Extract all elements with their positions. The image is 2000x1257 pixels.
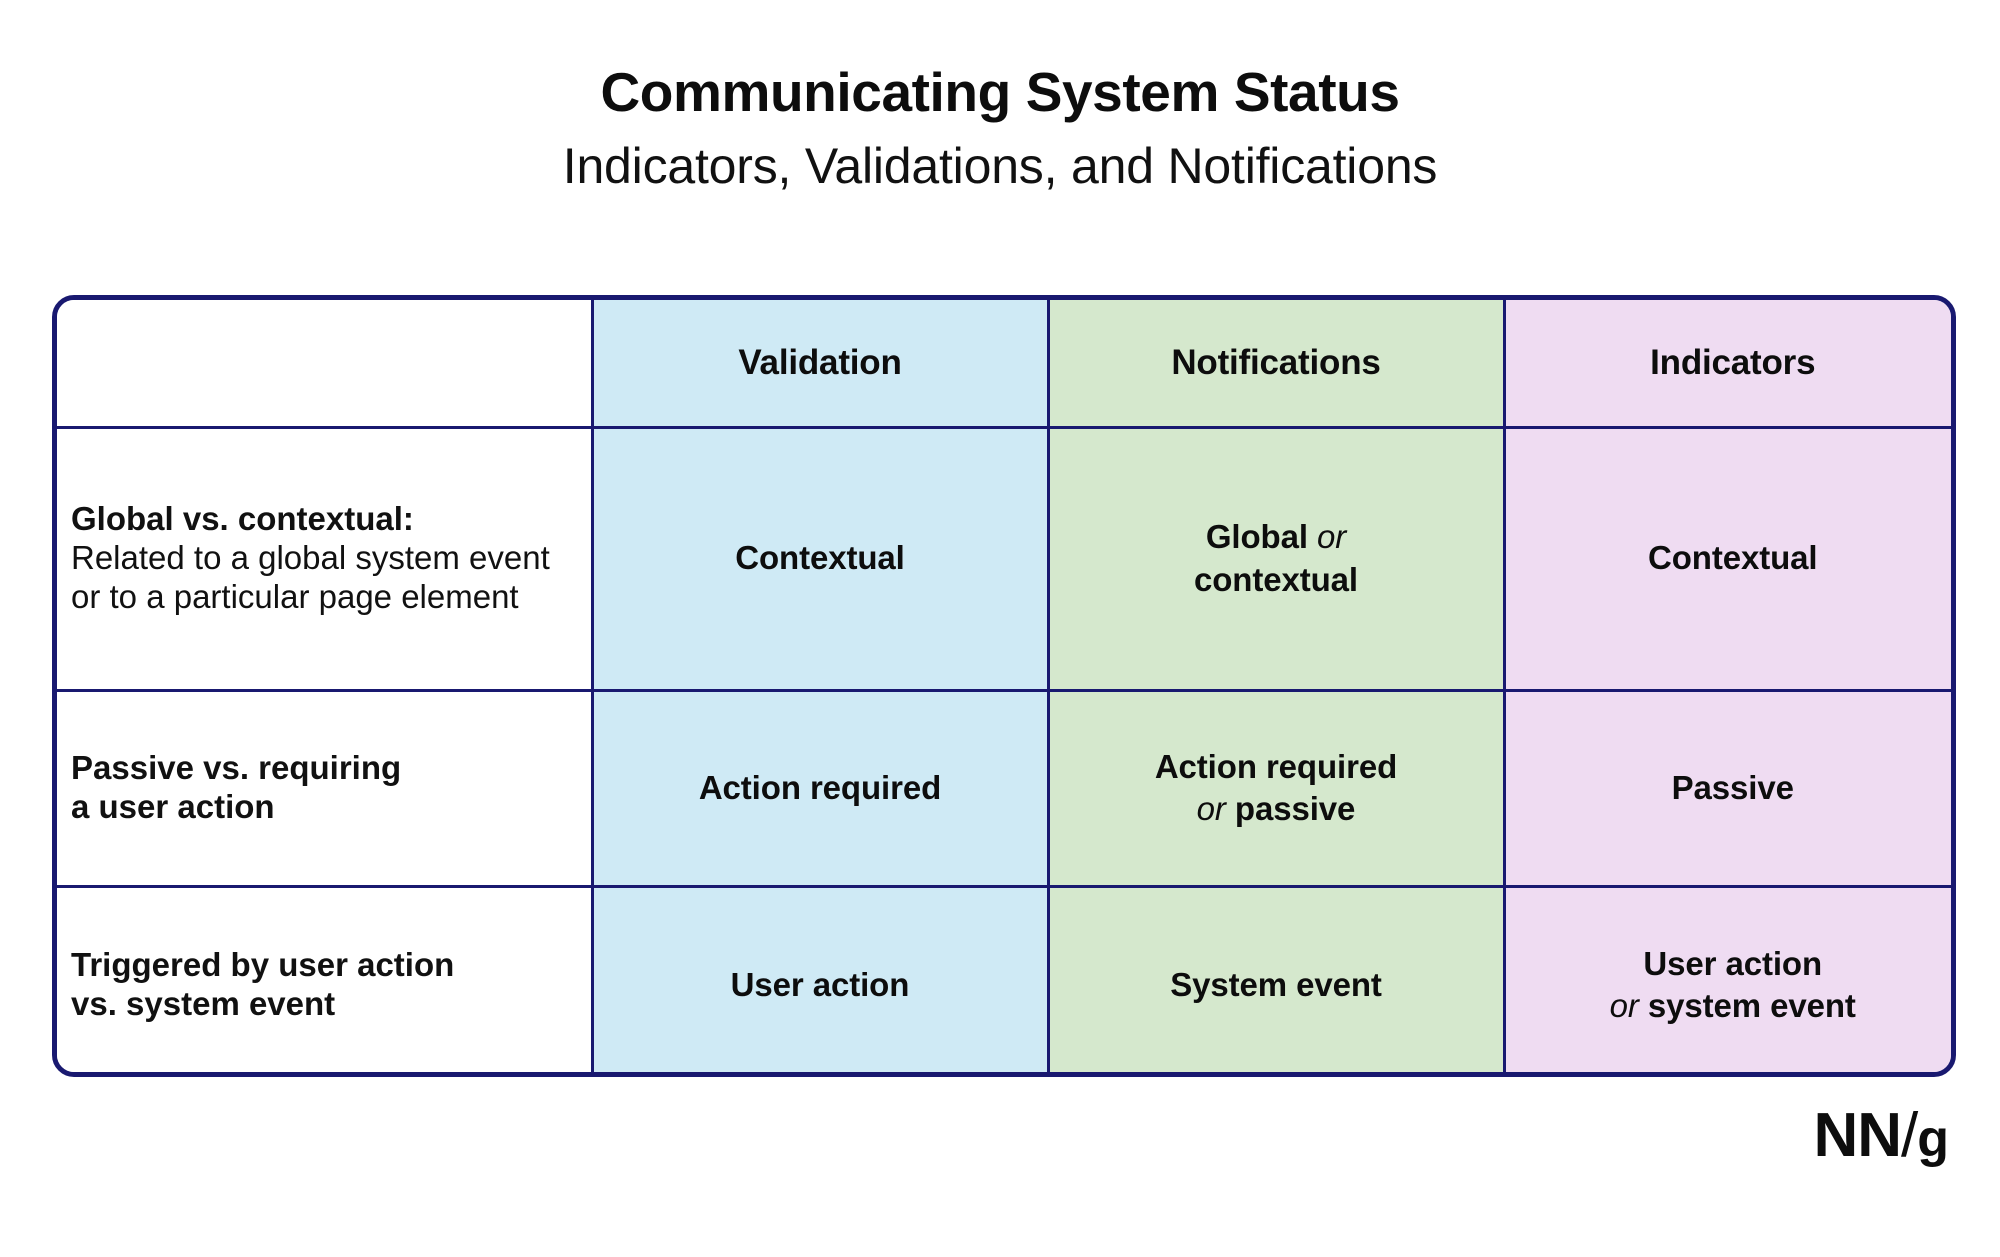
cell-notifications-triggered-by: System event xyxy=(1046,884,1506,1072)
table-row: Global vs. contextual: Related to a glob… xyxy=(57,425,1951,692)
cell-validation-passive-vs-user-action: Action required xyxy=(590,688,1050,888)
cell-text-line1: Global or xyxy=(1064,516,1489,558)
column-header-validation: Validation xyxy=(590,300,1050,429)
cell-text-line1: Action required xyxy=(1154,747,1398,785)
row-label-heading-line1: Triggered by user action xyxy=(71,945,455,983)
table-header-row: Validation Notifications Indicators xyxy=(57,300,1951,429)
cell-text: Contextual xyxy=(735,539,905,577)
column-header-indicators: Indicators xyxy=(1502,300,1951,429)
cell-text: User action xyxy=(730,965,910,1003)
cell-text: System event xyxy=(1170,965,1382,1003)
page-title: Communicating System Status xyxy=(600,61,1400,123)
cell-text-line1: User action xyxy=(1643,944,1823,982)
cell-text-or: or xyxy=(1196,790,1226,827)
logo-nn: NN xyxy=(1813,1101,1902,1170)
table-row: Passive vs. requiring a user action Acti… xyxy=(57,688,1951,888)
cell-text-or: or xyxy=(1609,986,1639,1024)
title-block: Communicating System Status Indicators, … xyxy=(0,62,2000,194)
cell-text-primary: passive xyxy=(1234,790,1356,827)
cell-indicators-global-vs-contextual: Contextual xyxy=(1502,425,1951,692)
cell-indicators-passive-vs-user-action: Passive xyxy=(1502,688,1951,888)
cell-text-or: or xyxy=(1317,518,1347,556)
comparison-table: Validation Notifications Indicators Glob… xyxy=(57,300,1951,1072)
cell-validation-triggered-by: User action xyxy=(590,884,1050,1072)
logo-g: g xyxy=(1917,1110,1949,1168)
column-header-notifications: Notifications xyxy=(1046,300,1506,429)
cell-validation-global-vs-contextual: Contextual xyxy=(590,425,1050,692)
row-label-description: Related to a global system event or to a… xyxy=(71,539,550,615)
row-label-heading: Global vs. contextual: xyxy=(71,500,414,538)
table-row: Triggered by user action vs. system even… xyxy=(57,884,1951,1072)
row-label-heading-line1: Passive vs. requiring xyxy=(71,749,402,787)
page-subtitle: Indicators, Validations, and Notificatio… xyxy=(562,137,1438,194)
logo-slash: / xyxy=(1901,1101,1918,1170)
header-corner-blank xyxy=(57,300,594,429)
row-label-heading-line2: vs. system event xyxy=(71,984,336,1022)
cell-text-line2: contextual xyxy=(1193,560,1359,598)
cell-indicators-triggered-by: User action or system event xyxy=(1502,884,1951,1072)
cell-text-line2: or passive xyxy=(1064,788,1489,830)
row-label-heading-line2: a user action xyxy=(71,788,275,825)
cell-text: Passive xyxy=(1671,768,1794,806)
row-label-triggered-by: Triggered by user action vs. system even… xyxy=(57,884,594,1072)
cell-notifications-global-vs-contextual: Global or contextual xyxy=(1046,425,1506,692)
cell-notifications-passive-vs-user-action: Action required or passive xyxy=(1046,688,1506,888)
row-label-passive-vs-user-action: Passive vs. requiring a user action xyxy=(57,688,594,888)
row-label-global-vs-contextual: Global vs. contextual: Related to a glob… xyxy=(57,425,594,692)
cell-text-primary: Global xyxy=(1205,518,1308,556)
cell-text-primary: system event xyxy=(1647,986,1856,1024)
nng-logo: NN/g xyxy=(1813,1105,1949,1168)
cell-text: Action required xyxy=(698,768,942,806)
cell-text: Contextual xyxy=(1647,539,1818,577)
cell-text-line2: or system event xyxy=(1520,985,1947,1027)
comparison-table-container: Validation Notifications Indicators Glob… xyxy=(52,295,1956,1077)
